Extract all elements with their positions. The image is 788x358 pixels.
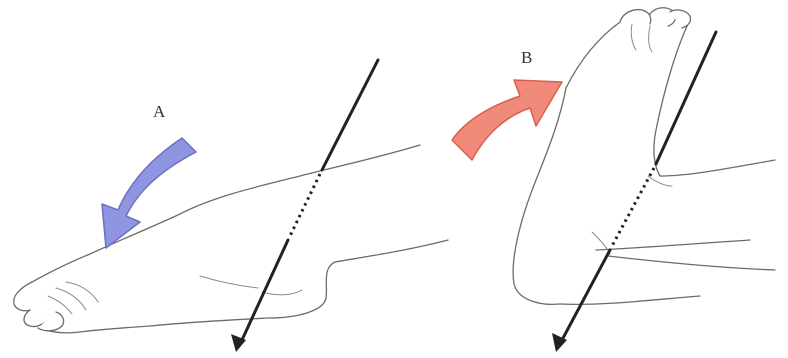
panel-label-b: B (521, 48, 532, 67)
panel-b: B (452, 8, 775, 352)
panel-label-a: A (153, 102, 166, 121)
foot-b-illustration (513, 8, 775, 305)
panel-a: A (14, 60, 448, 352)
foot-a-illustration (14, 145, 448, 333)
rotation-arrow-a (102, 138, 196, 248)
rotation-arrow-b (452, 80, 562, 160)
axis-line-a (231, 60, 378, 352)
